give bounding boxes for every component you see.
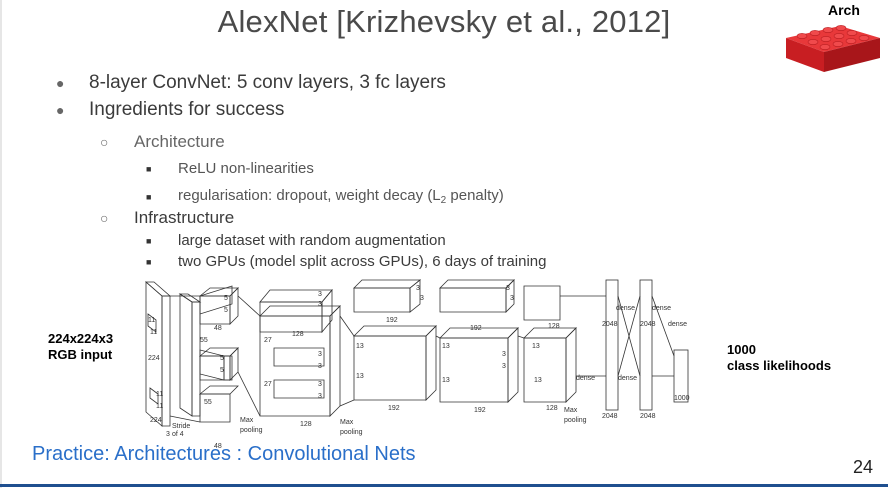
svg-text:2048: 2048 xyxy=(602,321,618,328)
svg-text:55: 55 xyxy=(204,399,212,406)
svg-text:128: 128 xyxy=(546,405,558,412)
hollow-circle-bullet-icon: ○ xyxy=(100,134,109,150)
svg-text:3: 3 xyxy=(318,301,322,308)
hollow-circle-bullet-icon: ○ xyxy=(100,210,109,226)
sub-sub-bullet-text: large dataset with random augmentation xyxy=(178,232,446,249)
footer-link: Practice: Architectures : Convolutional … xyxy=(32,443,416,465)
sub-sub-bullet-regularisation: ■ regularisation: dropout, weight decay … xyxy=(146,187,504,206)
square-bullet-icon: ■ xyxy=(146,256,152,267)
svg-text:5: 5 xyxy=(224,295,228,302)
lego-brick-icon xyxy=(786,25,880,72)
svg-text:Max: Max xyxy=(240,417,254,424)
bullet-8-layer: ● 8-layer ConvNet: 5 conv layers, 3 fc l… xyxy=(56,72,446,94)
svg-text:pooling: pooling xyxy=(340,429,363,436)
sub-bullet-infrastructure: ○ Infrastructure xyxy=(100,208,234,228)
svg-text:13: 13 xyxy=(356,343,364,350)
svg-text:3: 3 xyxy=(420,295,424,302)
svg-text:3: 3 xyxy=(506,285,510,292)
sub-bullet-text: Architecture xyxy=(134,132,225,151)
svg-text:3: 3 xyxy=(416,285,420,292)
svg-text:128: 128 xyxy=(300,421,312,428)
bullet-dot-icon: ● xyxy=(56,75,65,91)
sub-sub-bullet-relu: ■ ReLU non-linearities xyxy=(146,160,314,177)
svg-text:5: 5 xyxy=(220,355,224,362)
svg-text:55: 55 xyxy=(200,337,208,344)
svg-text:Stride: Stride xyxy=(172,423,190,430)
slide-left-edge xyxy=(0,0,2,488)
bottom-border xyxy=(0,484,888,487)
input-label: 224x224x3 RGB input xyxy=(48,331,114,362)
svg-text:2048: 2048 xyxy=(640,321,656,328)
sub-sub-bullet-dataset: ■ large dataset with random augmentation xyxy=(146,232,446,249)
svg-text:3: 3 xyxy=(502,351,506,358)
sub-bullet-architecture: ○ Architecture xyxy=(100,132,225,152)
svg-text:11: 11 xyxy=(150,329,157,336)
svg-text:48: 48 xyxy=(214,443,222,450)
svg-text:192: 192 xyxy=(386,317,398,324)
svg-text:dense: dense xyxy=(576,375,595,382)
svg-text:13: 13 xyxy=(442,377,450,384)
svg-text:13: 13 xyxy=(532,343,540,350)
svg-text:192: 192 xyxy=(474,407,486,414)
svg-text:3: 3 xyxy=(166,431,170,438)
svg-text:11: 11 xyxy=(156,403,163,410)
svg-text:dense: dense xyxy=(652,305,671,312)
svg-text:5: 5 xyxy=(220,367,224,374)
svg-text:3: 3 xyxy=(318,381,322,388)
bullet-text: Ingredients for success xyxy=(89,99,285,120)
square-bullet-icon: ■ xyxy=(146,235,152,246)
bullet-dot-icon: ● xyxy=(56,102,65,118)
svg-text:of 4: of 4 xyxy=(172,431,184,438)
bullet-ingredients: ● Ingredients for success xyxy=(56,99,284,121)
svg-text:dense: dense xyxy=(668,321,687,328)
svg-text:Max: Max xyxy=(564,407,578,414)
output-label: 1000 class likelihoods xyxy=(727,342,832,373)
svg-text:11: 11 xyxy=(148,317,155,324)
svg-text:pooling: pooling xyxy=(240,427,263,434)
svg-text:2048: 2048 xyxy=(602,413,618,420)
svg-text:128: 128 xyxy=(292,331,304,338)
svg-text:5: 5 xyxy=(224,307,228,314)
svg-text:3: 3 xyxy=(318,363,322,370)
svg-text:Max: Max xyxy=(340,419,354,426)
svg-text:13: 13 xyxy=(356,373,364,380)
page-number: 24 xyxy=(853,457,874,477)
svg-text:1000: 1000 xyxy=(674,395,690,402)
svg-text:27: 27 xyxy=(264,381,272,388)
svg-text:11: 11 xyxy=(156,391,163,398)
svg-text:27: 27 xyxy=(264,337,272,344)
svg-text:13: 13 xyxy=(442,343,450,350)
svg-text:2048: 2048 xyxy=(640,413,656,420)
svg-text:3: 3 xyxy=(318,393,322,400)
svg-text:224: 224 xyxy=(150,417,162,424)
sub-sub-bullet-text: two GPUs (model split across GPUs), 6 da… xyxy=(178,253,547,270)
sub-sub-bullet-gpus: ■ two GPUs (model split across GPUs), 6 … xyxy=(146,253,546,270)
svg-text:dense: dense xyxy=(618,375,637,382)
svg-text:3: 3 xyxy=(318,291,322,298)
square-bullet-icon: ■ xyxy=(146,191,152,202)
slide-title: AlexNet [Krizhevsky et al., 2012] xyxy=(217,4,671,39)
svg-text:3: 3 xyxy=(502,363,506,370)
alexnet-architecture-diagram: 224 224 11 11 11 11 3 Stride of 4 55 55 … xyxy=(144,279,690,450)
svg-text:192: 192 xyxy=(470,325,482,332)
sub-sub-bullet-text: ReLU non-linearities xyxy=(178,160,314,177)
svg-text:13: 13 xyxy=(534,377,542,384)
svg-text:3: 3 xyxy=(318,351,322,358)
svg-text:dense: dense xyxy=(616,305,635,312)
bullet-text: 8-layer ConvNet: 5 conv layers, 3 fc lay… xyxy=(89,72,446,93)
svg-text:192: 192 xyxy=(388,405,400,412)
sub-bullet-text: Infrastructure xyxy=(134,208,235,227)
svg-text:128: 128 xyxy=(548,323,560,330)
svg-text:pooling: pooling xyxy=(564,417,587,424)
svg-text:224: 224 xyxy=(148,355,160,362)
sub-sub-bullet-text: regularisation: dropout, weight decay (L… xyxy=(178,187,504,206)
svg-text:48: 48 xyxy=(214,325,222,332)
square-bullet-icon: ■ xyxy=(146,163,152,174)
arch-tag: Arch xyxy=(828,2,860,18)
svg-text:3: 3 xyxy=(510,295,514,302)
